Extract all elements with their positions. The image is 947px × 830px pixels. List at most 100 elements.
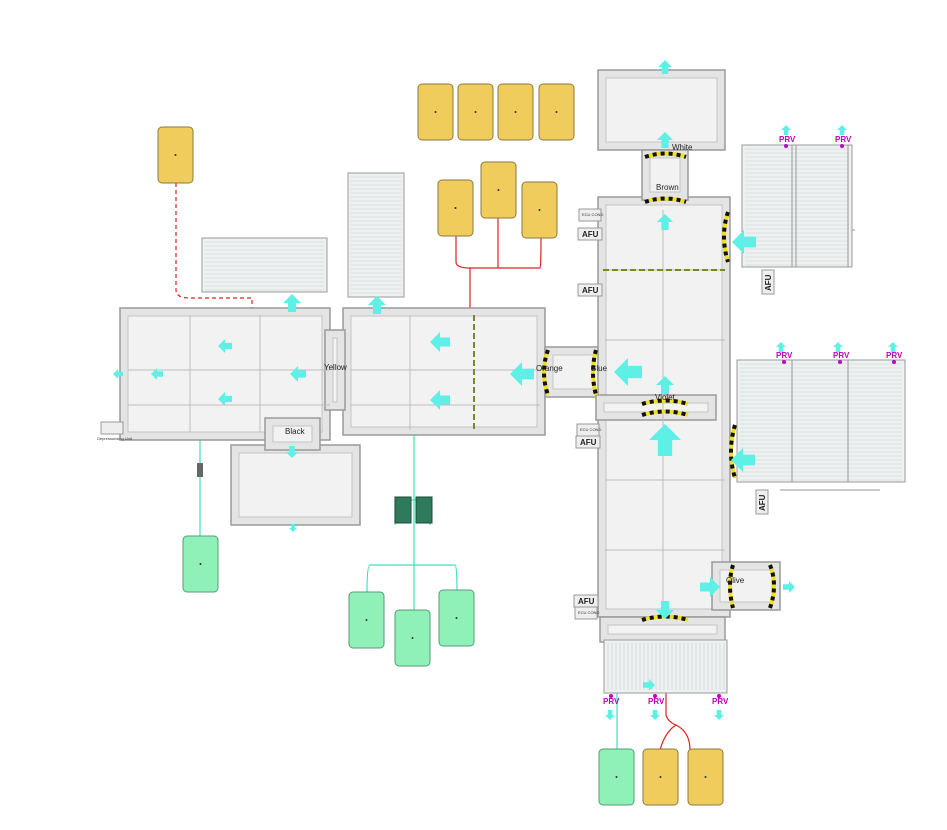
airflow-arrow-icon [430, 332, 450, 352]
module-interior [332, 337, 338, 403]
port-black-label: Black [285, 427, 306, 436]
valve [197, 463, 203, 477]
tank-port [454, 207, 457, 209]
afu-units: AFU AFU AFU AFU AFU AFU ECU COND ECU CON… [97, 208, 775, 620]
pipe-line [665, 690, 691, 751]
tank-port [538, 209, 541, 211]
pump-unit [415, 496, 433, 524]
tank-port [434, 111, 437, 113]
ecu-cond-label: ECU COND [582, 212, 603, 217]
prv-label: PRV [833, 351, 850, 360]
tank-port [615, 776, 618, 778]
airflow-arrow-icon [510, 362, 534, 386]
airflow-arrow-icon [700, 577, 720, 597]
tank-port [704, 776, 707, 778]
airflow-arrow-icon [657, 132, 673, 148]
airflow-arrow-icon [658, 60, 672, 74]
prv-label: PRV [648, 697, 665, 706]
airflow-arrow-icon [657, 214, 673, 230]
afu-label: AFU [582, 286, 599, 295]
port-labels: White Brown Violet Olive Orange Blue Yel… [285, 143, 745, 585]
tank-port [455, 617, 458, 619]
port-blue-label: Blue [591, 364, 608, 373]
airflow-arrow-icon [833, 342, 843, 352]
pipe-line [659, 724, 677, 751]
module-interior [272, 425, 313, 443]
airflow-arrow-icon [888, 342, 898, 352]
prv-label: PRV [886, 351, 903, 360]
prv-label: PRV [603, 697, 620, 706]
tank-port [659, 776, 662, 778]
airflow-arrow-icon [605, 710, 615, 720]
airflow-arrow-icon [218, 339, 232, 353]
tank-port [199, 563, 202, 565]
airflow-arrow-icon [837, 125, 847, 135]
afu-label: AFU [758, 494, 767, 511]
hatch [641, 409, 689, 417]
airflow-arrow-icon [430, 390, 450, 410]
prv-valve-icon [782, 360, 786, 364]
airflow-arrow-icon [783, 581, 795, 593]
prv-labels: PRV PRV PRV PRV PRV PRV PRV PRV [603, 135, 903, 706]
airflow-arrow-icon [286, 446, 298, 458]
modules [119, 69, 906, 806]
airflow-arrow-icon [650, 710, 660, 720]
airflow-arrow-icon [218, 392, 232, 406]
airflow-arrow-icon [643, 679, 655, 691]
airflow-arrow-icon [731, 448, 755, 472]
prv-label: PRV [835, 135, 852, 144]
prv-valve-icon [892, 360, 896, 364]
afu-label: AFU [578, 597, 595, 606]
depressurizing-unit-label: Depressurizing Unit [97, 436, 133, 441]
radiator-panel [736, 359, 906, 483]
port-olive-label: Olive [726, 576, 745, 585]
flow-arrows [113, 60, 898, 720]
prv-valve-icon [784, 144, 788, 148]
prv-label: PRV [779, 135, 796, 144]
airflow-arrow-icon [368, 296, 386, 314]
tank-port [497, 189, 500, 191]
hatch [641, 614, 689, 622]
prv-valve-icon [609, 694, 613, 698]
tank-port [514, 111, 517, 113]
hatch [728, 564, 735, 609]
prv-label: PRV [712, 697, 729, 706]
airflow-arrow-icon [151, 368, 163, 380]
radiator-panel [201, 237, 328, 293]
airflow-arrow-icon [656, 376, 674, 394]
hatch [644, 196, 687, 204]
radiator-panel [741, 144, 853, 268]
airflow-arrow-icon [776, 342, 786, 352]
ecu-cond-label: ECU COND [578, 610, 599, 615]
module-interior [605, 77, 718, 143]
module-interior [719, 569, 773, 603]
airflow-arrow-icon [283, 294, 301, 312]
afu-label: AFU [580, 438, 597, 447]
pipe-line [366, 435, 458, 611]
hatch [644, 151, 687, 159]
port-yellow-label: Yellow [324, 363, 347, 372]
hatch [722, 211, 730, 263]
airflow-arrow-icon [714, 710, 724, 720]
airflow-arrow-icon [290, 366, 306, 382]
prv-valve-icon [840, 144, 844, 148]
hatch [641, 398, 689, 406]
prv-label: PRV [776, 351, 793, 360]
airflow-arrow-icon [781, 125, 791, 135]
tank-port [474, 111, 477, 113]
port-violet-label: Violet [655, 393, 676, 402]
tank-port [365, 619, 368, 621]
module-interior [607, 624, 718, 635]
afu-label: AFU [764, 274, 773, 291]
radiator-panel [603, 639, 728, 694]
module-interior [649, 157, 681, 193]
prv-valve-icon [717, 694, 721, 698]
port-orange-label: Orange [536, 364, 563, 373]
port-brown-label: Brown [656, 183, 679, 192]
module-interior [350, 315, 538, 428]
pump-unit [394, 496, 412, 524]
port-white-label: White [672, 143, 693, 152]
airflow-arrow-icon [649, 424, 681, 456]
